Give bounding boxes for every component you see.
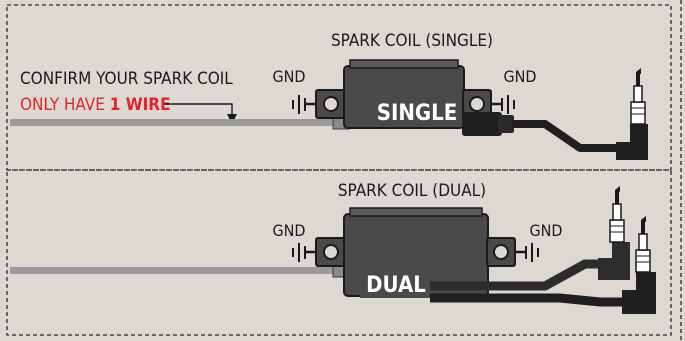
- spark-plug-icon: [609, 186, 625, 243]
- single-gnd-left-label: GND: [272, 67, 305, 86]
- mount-hole-icon: [493, 244, 509, 260]
- dual-input-wire: [10, 267, 345, 274]
- dual-gnd-left-label: GND: [272, 221, 305, 240]
- single-coil-top: [349, 59, 459, 69]
- single-gnd-right-label: GND: [503, 67, 536, 86]
- single-ht-lead: [512, 120, 622, 152]
- single-ht-boot: [462, 112, 502, 136]
- single-panel-border: [6, 4, 672, 171]
- ground-icon: [490, 95, 515, 114]
- dual-gnd-right-label: GND: [529, 221, 562, 240]
- single-badge-bg: [375, 90, 459, 126]
- dual-lower-plug-cap: [622, 272, 656, 314]
- spark-plug-icon: [630, 68, 646, 125]
- ground-icon: [292, 243, 318, 262]
- confirm-note-line1: CONFIRM YOUR SPARK COIL: [20, 69, 233, 89]
- single-ht-boot-end: [498, 115, 514, 133]
- dual-badge-bg: [360, 262, 432, 298]
- single-panel-title: SPARK COIL (SINGLE): [331, 31, 493, 51]
- single-input-wire: [10, 119, 345, 126]
- mount-hole-icon: [469, 96, 485, 112]
- dual-panel: SPARK COIL (DUAL) GND DUAL GND: [10, 181, 656, 314]
- single-panel: SPARK COIL (SINGLE) CONFIRM YOUR SPARK C…: [10, 31, 648, 160]
- ground-icon: [514, 243, 539, 262]
- dual-panel-border: [6, 169, 672, 336]
- note-emphasis: 1 WIRE: [110, 95, 171, 115]
- ground-icon: [292, 95, 318, 114]
- dual-coil-top: [349, 207, 483, 217]
- dual-upper-plug-cap: [598, 242, 630, 280]
- spark-plug-icon: [635, 216, 651, 273]
- single-plug-cap: [616, 124, 648, 160]
- mount-hole-icon: [323, 244, 339, 260]
- dual-ht-lead-upper: [430, 259, 606, 291]
- single-badge: SINGLE: [377, 101, 458, 126]
- dual-ht-lead-lower: [430, 293, 626, 307]
- mount-hole-icon: [323, 96, 339, 112]
- confirm-note-line2: ONLY HAVE 1 WIRE: [20, 95, 171, 115]
- note-arrow-line: [165, 103, 233, 118]
- dual-panel-title: SPARK COIL (DUAL): [338, 181, 486, 201]
- note-prefix: ONLY HAVE: [20, 95, 110, 115]
- dual-badge: DUAL: [366, 273, 426, 298]
